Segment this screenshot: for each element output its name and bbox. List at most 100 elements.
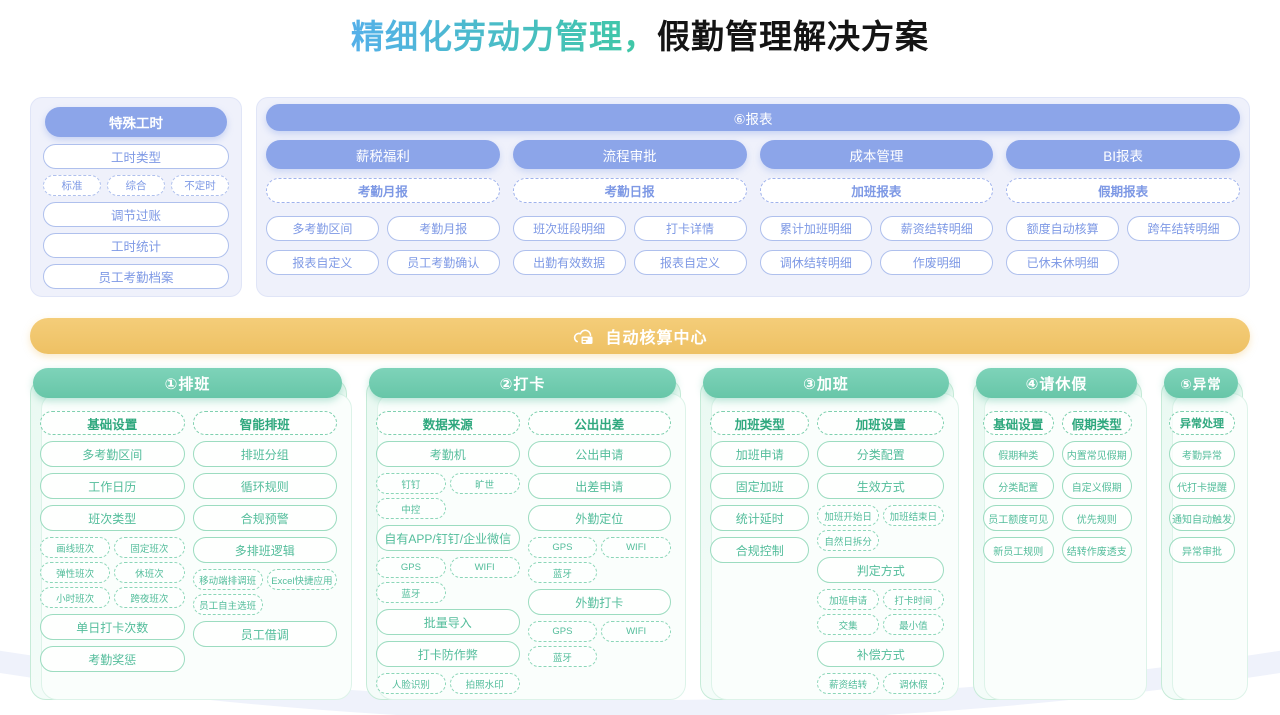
module-item: 外勤打卡: [527, 589, 671, 615]
report-category: 考勤日报: [512, 178, 747, 203]
special-hours-item: 工时统计: [43, 233, 229, 258]
module-tag: 加班结束日: [882, 505, 944, 526]
module-category: 公出出差: [527, 411, 671, 435]
module: 加班类型加班申请固定加班统计延时合规控制加班设置分类配置生效方式加班开始日加班结…: [700, 368, 959, 704]
report-item: 出勤有效数据: [512, 250, 626, 275]
module-tag: 钉钉: [376, 473, 446, 494]
module-tag: 移动端排调班: [192, 569, 263, 590]
module-columns: 异常处理考勤异常代打卡提醒通知自动触发异常审批: [1169, 411, 1235, 569]
module-category: 异常处理: [1169, 411, 1235, 435]
report-columns: 薪税福利考勤月报多考勤区间考勤月报报表自定义员工考勤确认流程审批考勤日报班次班段…: [264, 140, 1242, 275]
special-hours-items: 工时类型标准综合不定时调节过账工时统计员工考勤档案: [43, 144, 229, 289]
module-header: ⑤异常: [1164, 368, 1238, 398]
module-item: 批量导入: [376, 609, 520, 635]
module-tag: 员工自主选班: [192, 594, 263, 615]
module-tag: 调休假: [882, 673, 944, 694]
module-item: 合规预警: [192, 505, 337, 531]
module-category: 假期类型: [1061, 411, 1132, 435]
report-item: 薪资结转明细: [880, 216, 994, 241]
report-items: 额度自动核算跨年结转明细已休未休明细: [1006, 216, 1240, 275]
module-tag: 最小值: [882, 614, 944, 635]
report-column: 薪税福利考勤月报多考勤区间考勤月报报表自定义员工考勤确认: [266, 140, 500, 275]
module-tag: 蓝牙: [376, 582, 446, 603]
special-hours-header: 特殊工时: [45, 107, 227, 137]
module-tag-row: 钉钉旷世中控: [376, 473, 520, 519]
report-item: 考勤月报: [386, 216, 500, 241]
module-panel: 基础设置假期种类分类配置员工额度可见新员工规则假期类型内置常见假期自定义假期优先…: [973, 378, 1147, 700]
report-column-header: BI报表: [1006, 140, 1240, 169]
reports-header: ⑥报表: [266, 104, 1240, 131]
module-tag: WIFI: [449, 557, 520, 578]
module-category: 基础设置: [40, 411, 185, 435]
module-item: 公出申请: [527, 441, 671, 467]
module-item: 新员工规则: [983, 537, 1054, 563]
module-item: 多考勤区间: [40, 441, 185, 467]
report-item: 调休结转明细: [759, 250, 873, 275]
module-item: 自定义假期: [1061, 473, 1132, 499]
module-column: 加班设置分类配置生效方式加班开始日加班结束日自然日拆分判定方式加班申请打卡时间交…: [817, 411, 944, 700]
report-category: 加班报表: [759, 178, 994, 203]
module-tag: GPS: [376, 557, 446, 578]
module-tag: WIFI: [601, 537, 671, 558]
module-item: 考勤异常: [1169, 441, 1235, 467]
module-tag: 中控: [376, 498, 446, 519]
module-item: 自有APP/钉钉/企业微信: [376, 525, 520, 551]
report-item: 员工考勤确认: [386, 250, 500, 275]
title-highlight: 精细化劳动力管理，: [351, 18, 657, 55]
special-hours-tag: 综合: [107, 175, 165, 196]
module-item: 异常审批: [1169, 537, 1235, 563]
module-item: 员工额度可见: [983, 505, 1054, 531]
report-item: 打卡详情: [633, 216, 747, 241]
module-tag: 旷世: [449, 473, 520, 494]
module-item: 循环规则: [192, 473, 337, 499]
module-column: 基础设置多考勤区间工作日历班次类型画线班次固定班次弹性班次休班次小时班次跨夜班次…: [40, 411, 185, 678]
module-tag-row: 加班开始日加班结束日自然日拆分: [817, 505, 944, 551]
special-hours-tag-row: 标准综合不定时: [43, 175, 229, 196]
module-item: 固定加班: [710, 473, 810, 499]
module-column: 基础设置假期种类分类配置员工额度可见新员工规则: [983, 411, 1054, 569]
module-tag: 人脸识别: [376, 673, 446, 694]
auto-calc-label: 自动核算中心: [605, 330, 708, 347]
module-tag: 蓝牙: [527, 562, 598, 583]
module-item: 补偿方式: [817, 641, 944, 667]
module-tag: Excel快捷应用: [266, 569, 337, 590]
module-category: 基础设置: [983, 411, 1054, 435]
module-category: 加班类型: [710, 411, 810, 435]
module-column: 假期类型内置常见假期自定义假期优先规则结转作废透支: [1061, 411, 1132, 569]
module-item: 假期种类: [983, 441, 1054, 467]
module-panel: 加班类型加班申请固定加班统计延时合规控制加班设置分类配置生效方式加班开始日加班结…: [700, 378, 959, 700]
module-tag: 薪资结转: [817, 673, 879, 694]
module-item: 工作日历: [40, 473, 185, 499]
report-column-header: 成本管理: [759, 140, 994, 169]
module-tag: 跨夜班次: [114, 587, 185, 608]
module-item: 合规控制: [710, 537, 810, 563]
module-tag: 加班开始日: [817, 505, 879, 526]
module-item: 外勤定位: [527, 505, 671, 531]
module-tag: 弹性班次: [40, 562, 111, 583]
report-item: 跨年结转明细: [1127, 216, 1240, 241]
module-item: 班次类型: [40, 505, 185, 531]
module-item: 加班申请: [710, 441, 810, 467]
modules-row: 基础设置多考勤区间工作日历班次类型画线班次固定班次弹性班次休班次小时班次跨夜班次…: [30, 368, 1252, 704]
module-tag: WIFI: [601, 621, 671, 642]
reports-panel: ⑥报表 薪税福利考勤月报多考勤区间考勤月报报表自定义员工考勤确认流程审批考勤日报…: [256, 97, 1250, 297]
auto-calc-bar: 自动核算中心: [30, 318, 1250, 354]
report-item: 报表自定义: [266, 250, 379, 275]
module-columns: 加班类型加班申请固定加班统计延时合规控制加班设置分类配置生效方式加班开始日加班结…: [710, 411, 944, 700]
module-tag-row: 加班申请打卡时间交集最小值: [817, 589, 944, 635]
module-item: 排班分组: [192, 441, 337, 467]
report-column-header: 薪税福利: [266, 140, 500, 169]
module-item: 结转作废透支: [1061, 537, 1132, 563]
module-column: 异常处理考勤异常代打卡提醒通知自动触发异常审批: [1169, 411, 1235, 569]
page-title: 精细化劳动力管理，假勤管理解决方案: [0, 10, 1280, 58]
module-tag: GPS: [527, 621, 598, 642]
report-column-header: 流程审批: [512, 140, 747, 169]
module-header: ④请休假: [976, 368, 1137, 398]
